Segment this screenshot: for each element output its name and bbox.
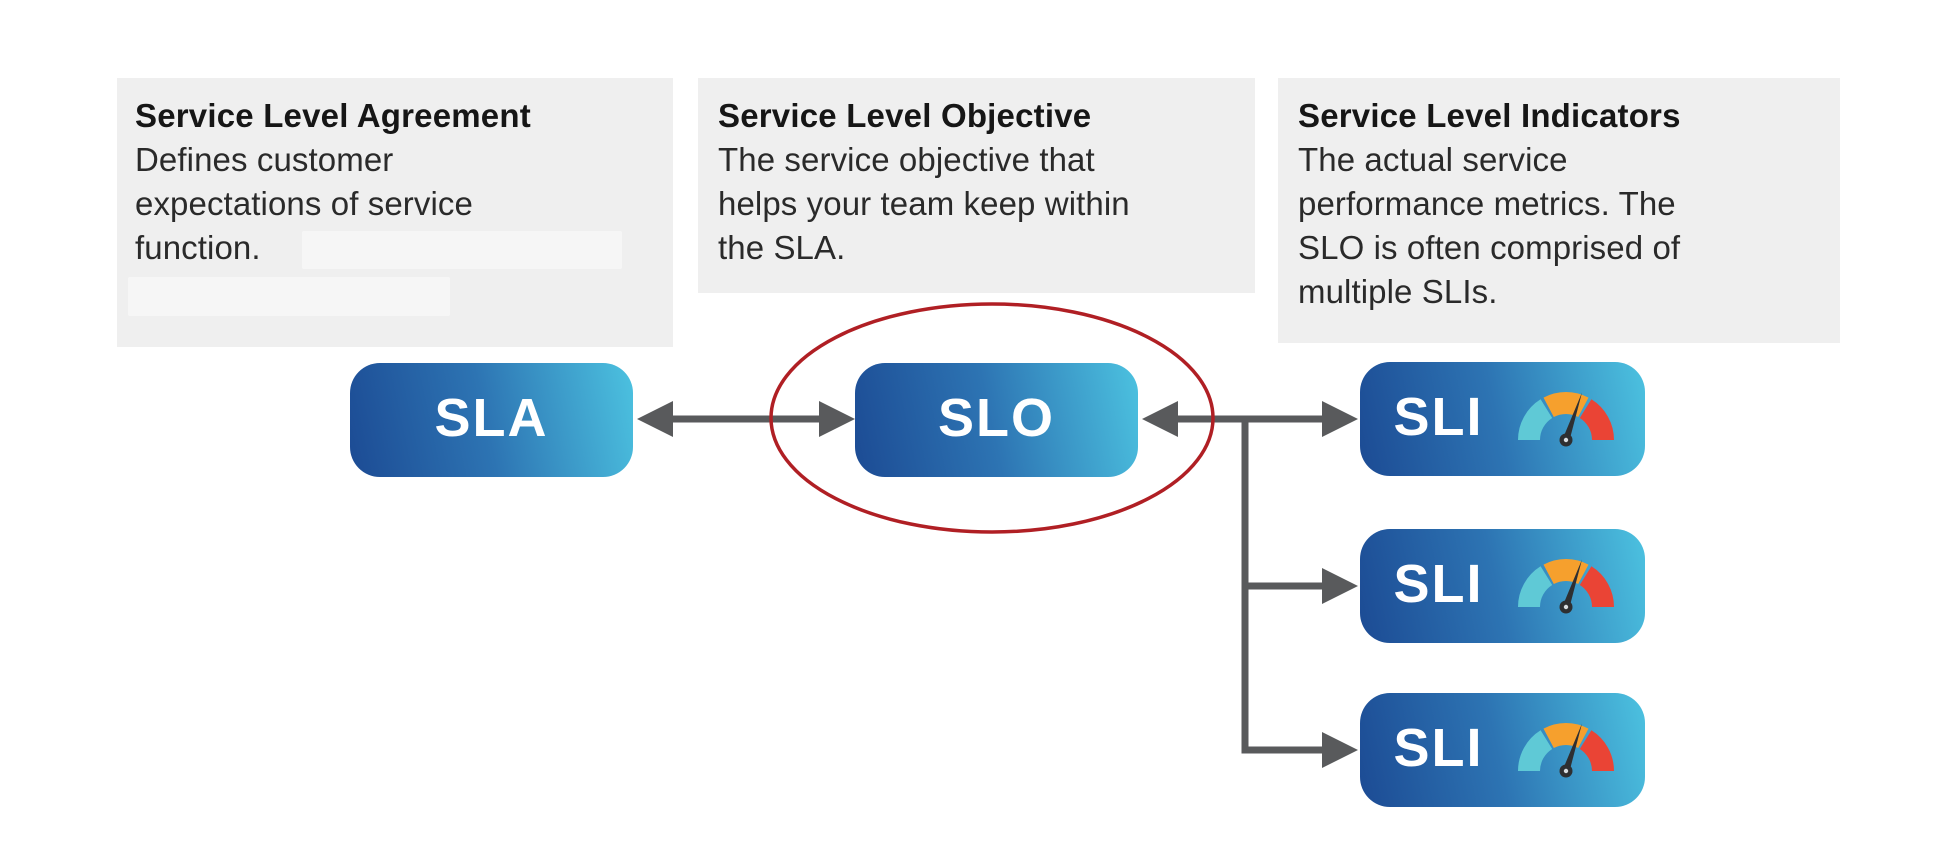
arrowhead-to-sli1 xyxy=(1322,401,1358,437)
arrowhead-to-sla xyxy=(637,401,673,437)
info-box-sla: Service Level Agreement Defines customer… xyxy=(117,78,673,347)
redacted-text-block xyxy=(302,231,622,269)
info-box-title: Service Level Agreement xyxy=(135,97,531,134)
node-sli-2: SLI xyxy=(1360,529,1645,643)
node-slo: SLO xyxy=(855,363,1138,477)
info-box-title: Service Level Objective xyxy=(718,97,1092,134)
info-box-body: Defines customer expectations of service… xyxy=(135,141,473,266)
node-sli-3: SLI xyxy=(1360,693,1645,807)
info-box-body: The actual service performance metrics. … xyxy=(1298,141,1681,310)
node-label: SLA xyxy=(434,388,549,448)
node-label: SLI xyxy=(1393,718,1484,778)
node-sli-1: SLI xyxy=(1360,362,1645,476)
arrowhead-to-slo xyxy=(819,401,855,437)
node-label: SLO xyxy=(937,388,1055,448)
gauge-icon xyxy=(1517,558,1614,614)
arrowhead-to-sli2 xyxy=(1322,568,1358,604)
info-box-title: Service Level Indicators xyxy=(1298,97,1681,134)
gauge-icon xyxy=(1517,722,1614,778)
arrowhead-to-sli3 xyxy=(1322,732,1358,768)
info-box-slo: Service Level Objective The service obje… xyxy=(698,78,1255,293)
node-sla: SLA xyxy=(350,363,633,477)
redacted-text-block xyxy=(128,277,450,316)
node-label: SLI xyxy=(1393,387,1484,447)
node-label: SLI xyxy=(1393,554,1484,614)
gauge-icon xyxy=(1517,391,1614,447)
arrowhead-to-slo-right xyxy=(1142,401,1178,437)
info-box-sli: Service Level Indicators The actual serv… xyxy=(1278,78,1840,343)
info-box-body: The service objective that helps your te… xyxy=(718,141,1130,266)
